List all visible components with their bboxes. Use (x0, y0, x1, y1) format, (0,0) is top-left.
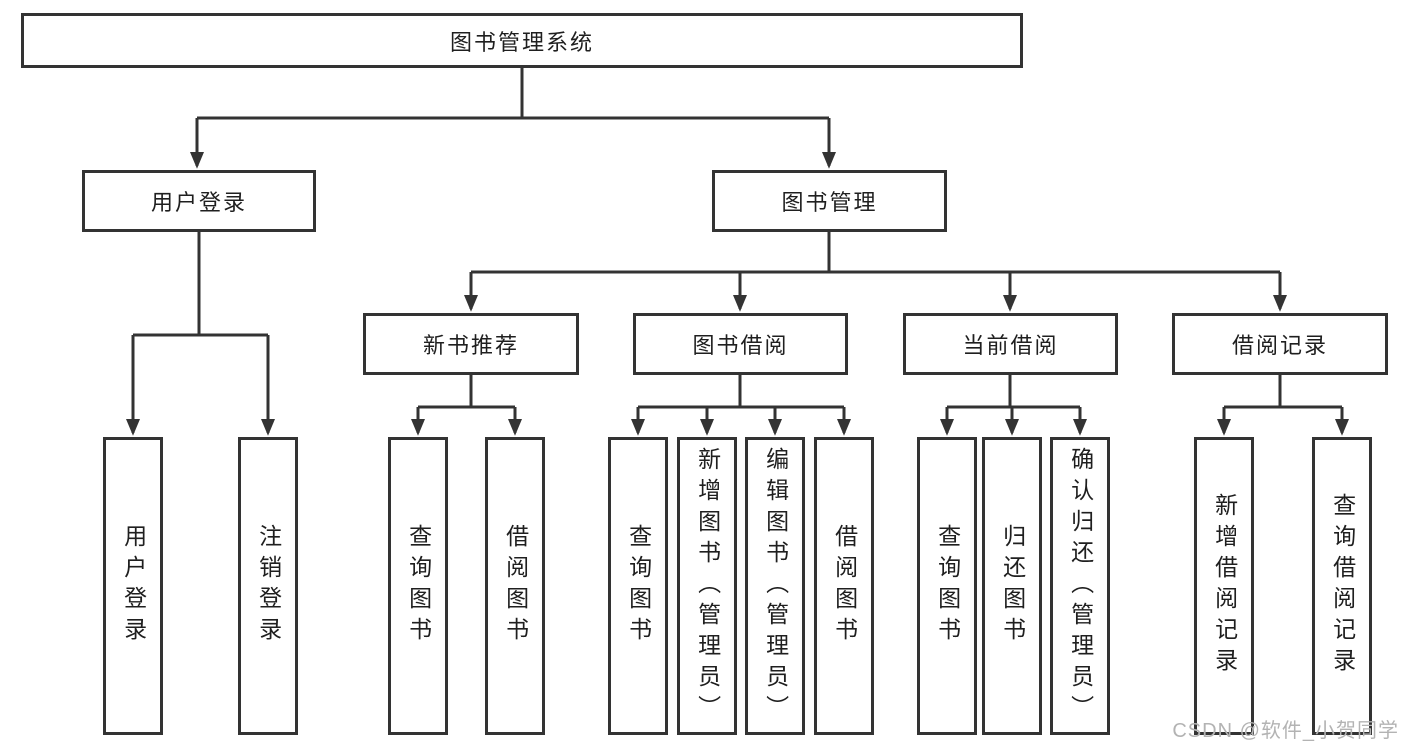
node-current-borrowing: 当前借阅 (903, 313, 1118, 375)
leaf-add-books-admin: 新增图书（管理员） (677, 437, 737, 735)
leaf-add-borrow-record: 新增借阅记录 (1194, 437, 1254, 735)
leaf-edit-books-admin: 编辑图书（管理员） (745, 437, 805, 735)
node-label: 查询借阅记录 (1329, 493, 1356, 679)
node-label: 借阅记录 (1231, 333, 1328, 358)
node-label: 当前借阅 (962, 333, 1059, 358)
node-label: 借阅图书 (831, 524, 858, 648)
leaf-query-books-recommend: 查询图书 (388, 437, 448, 735)
leaf-query-books-current: 查询图书 (917, 437, 977, 735)
node-label: 新书推荐 (422, 333, 519, 358)
leaf-query-books-borrowing: 查询图书 (608, 437, 668, 735)
node-label: 新增借阅记录 (1211, 493, 1238, 679)
node-label: 归还图书 (999, 524, 1026, 648)
node-label: 图书借阅 (692, 333, 789, 358)
node-label: 查询图书 (934, 524, 961, 648)
leaf-query-borrow-record: 查询借阅记录 (1312, 437, 1372, 735)
leaf-confirm-return-admin: 确认归还（管理员） (1050, 437, 1110, 735)
csdn-watermark: CSDN @软件_小贺同学 (1172, 720, 1399, 742)
leaf-borrow-books: 借阅图书 (814, 437, 874, 735)
node-label: 注销登录 (255, 524, 282, 648)
node-label: 借阅图书 (502, 524, 529, 648)
node-label: 图书管理 (781, 190, 878, 215)
leaf-return-books: 归还图书 (982, 437, 1042, 735)
node-label: 新增图书（管理员） (694, 446, 721, 726)
node-root-system: 图书管理系统 (21, 13, 1023, 68)
node-label: 查询图书 (405, 524, 432, 648)
node-label: 编辑图书（管理员） (762, 446, 789, 726)
node-book-management: 图书管理 (712, 170, 947, 232)
node-book-borrowing: 图书借阅 (633, 313, 848, 375)
node-label: 查询图书 (625, 524, 652, 648)
node-label: 用户登录 (120, 524, 147, 648)
node-label: 用户登录 (150, 190, 247, 215)
node-new-book-recommendation: 新书推荐 (363, 313, 579, 375)
leaf-logout: 注销登录 (238, 437, 298, 735)
node-user-login: 用户登录 (82, 170, 316, 232)
leaf-user-login: 用户登录 (103, 437, 163, 735)
node-label: 确认归还（管理员） (1067, 446, 1094, 726)
node-label: 图书管理系统 (449, 29, 594, 55)
leaf-borrow-books-recommend: 借阅图书 (485, 437, 545, 735)
node-borrowing-records: 借阅记录 (1172, 313, 1388, 375)
